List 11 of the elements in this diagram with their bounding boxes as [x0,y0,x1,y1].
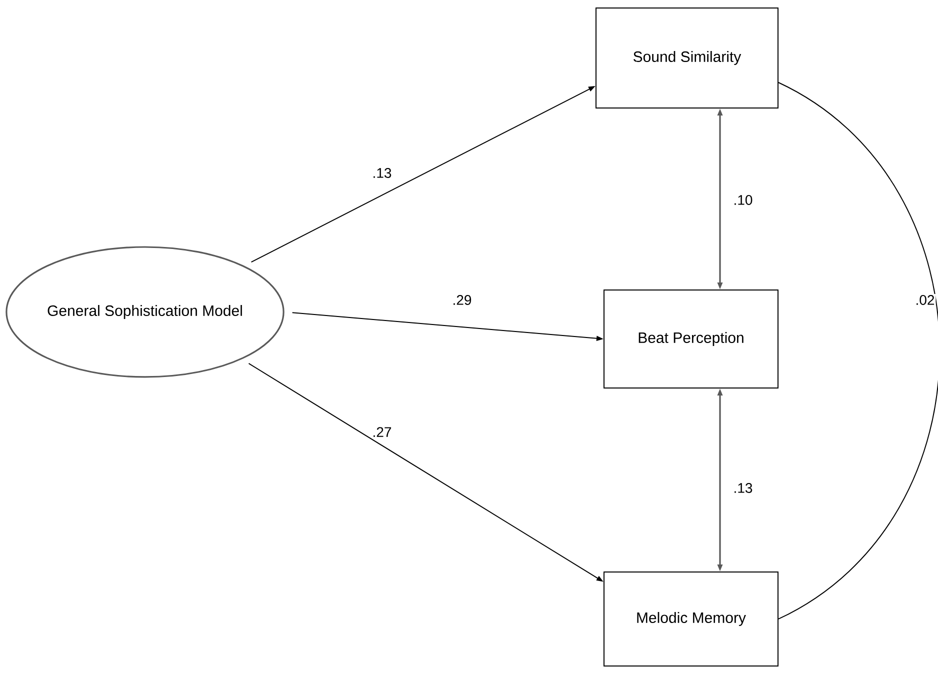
edge-label: .02 [914,294,936,306]
edge-label: .29 [451,294,473,306]
ellipse-node: General Sophistication Model [6,246,284,378]
edge-label: .13 [732,482,754,494]
edge-label: .10 [732,194,754,206]
curved-line [778,82,938,620]
edge-label: .13 [371,167,393,179]
process-box: Beat Perception [604,290,778,388]
process-box: Sound Similarity [596,8,778,108]
edge-label: .27 [371,426,393,438]
process-box: Melodic Memory [604,571,778,666]
